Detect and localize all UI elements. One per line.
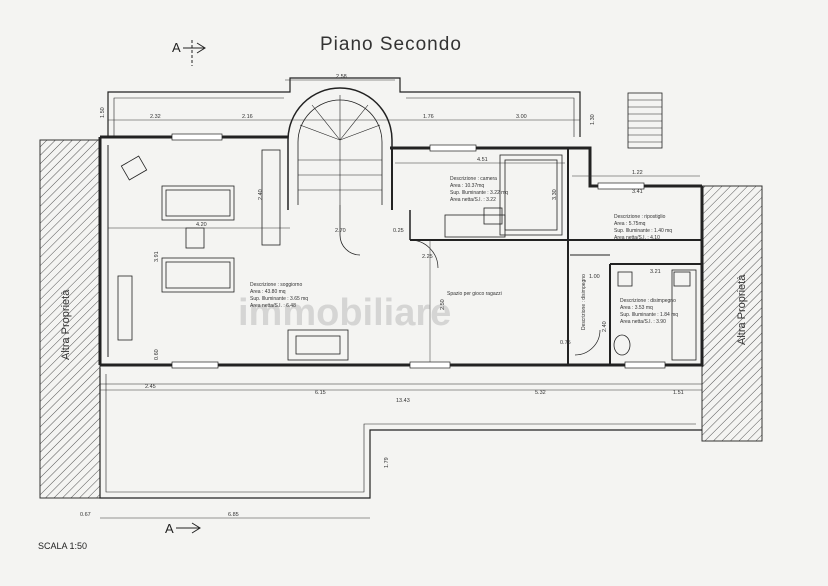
dim-label: 3.00 [516,114,527,120]
dim-label: 4.20 [196,222,207,228]
dim-label: 3.91 [154,251,160,262]
dim-label: 1.79 [384,457,390,468]
dim-label: 2.45 [145,384,156,390]
room-description: Descrizione : ripostiglio [614,214,666,220]
furniture [117,149,697,361]
room-label-bagno: Descrizione : disimpegno Area : 3.53 mq … [620,298,678,325]
section-marker-top: A [172,40,206,66]
dim-label: 1.00 [589,274,600,280]
dim-label: 2.40 [602,321,608,332]
dim-label: 0.67 [80,512,91,518]
dim-label: 2.70 [335,228,346,234]
dim-label: 2.58 [336,74,347,80]
room-area: Area : 5.75mq [614,221,646,227]
room-description: Descrizione : camera [450,176,497,182]
right-neighbor-hatch [701,185,763,442]
dim-label: 2.25 [422,254,433,260]
right-neighbor-label: Altra Proprietà [736,274,748,345]
dim-label: 2.32 [150,114,161,120]
room-light-surface: Sup. Illuminante : 1.40 mq [614,228,672,234]
left-neighbor-hatch [39,139,101,499]
section-label-bottom: A [165,521,174,536]
dim-label: 6.85 [228,512,239,518]
scale-label: SCALA 1:50 [38,541,87,551]
room-area: Area : 43.80 mq [250,289,286,295]
dim-label: 2.16 [242,114,253,120]
top-terrace [107,77,663,149]
dim-label: 1.50 [100,107,106,118]
dim-label: 5.32 [535,390,546,396]
room-area: Area : 10.37mq [450,183,484,189]
dim-label: 3.30 [552,189,558,200]
room-light-surface: Sup. Illuminante : 3.65 mq [250,296,308,302]
room-label-ripostiglio: Descrizione : ripostiglio Area : 5.75mq … [614,214,672,241]
dim-label: 6.15 [315,390,326,396]
room-label-gioco: Spazio per gioco ragazzi [447,291,502,297]
room-label-disimpegno: Descrizione : disimpegno [581,274,587,330]
dim-label: 1.30 [590,114,596,125]
room-light-surface: Sup. Illuminante : 1.84 mq [620,312,678,318]
room-description: Descrizione : soggiorno [250,282,302,288]
room-net-ratio: Area netta/S.I. : 3.22 [450,197,496,203]
room-area: Area : 3.53 mq [620,305,653,311]
dim-label: 1.51 [673,390,684,396]
spiral-staircase [287,87,393,256]
interior-walls [391,148,702,365]
bottom-terrace [99,368,702,499]
left-neighbor-label: Altra Proprietà [60,289,72,360]
dim-label: 1.22 [632,170,643,176]
room-label-camera: Descrizione : camera Area : 10.37mq Sup.… [450,176,508,203]
dim-label: 2.40 [258,189,264,200]
room-net-ratio: Area netta/S.I. : 3.90 [620,319,666,325]
dim-label: 3.41 [632,189,643,195]
dim-label: 1.76 [423,114,434,120]
room-net-ratio: Area netta/S.I. : 4.10 [614,235,660,241]
room-net-ratio: Area netta/S.I. : 6.48 [250,303,296,309]
section-label-top: A [172,40,181,55]
dim-label: 2.50 [440,299,446,310]
dim-label: 13.43 [396,398,410,404]
dim-label: 0.25 [393,228,404,234]
dimension-labels: 2.58 2.32 2.16 1.76 3.00 4.51 1.22 3.41 … [80,74,684,518]
room-description: Descrizione : disimpegno [620,298,676,304]
room-light-surface: Sup. Illuminante : 3.22 mq [450,190,508,196]
dim-label: 4.51 [477,157,488,163]
dim-label: 0.60 [154,349,160,360]
section-marker-bottom: A [165,521,201,536]
plan-title: Piano Secondo [320,34,462,55]
watermark: immobiliare [238,292,451,334]
dim-label: 0.75 [560,340,571,346]
dim-label: 3.21 [650,269,661,275]
room-label-soggiorno: Descrizione : soggiorno Area : 43.80 mq … [250,282,308,309]
dimension-lines [100,79,702,519]
